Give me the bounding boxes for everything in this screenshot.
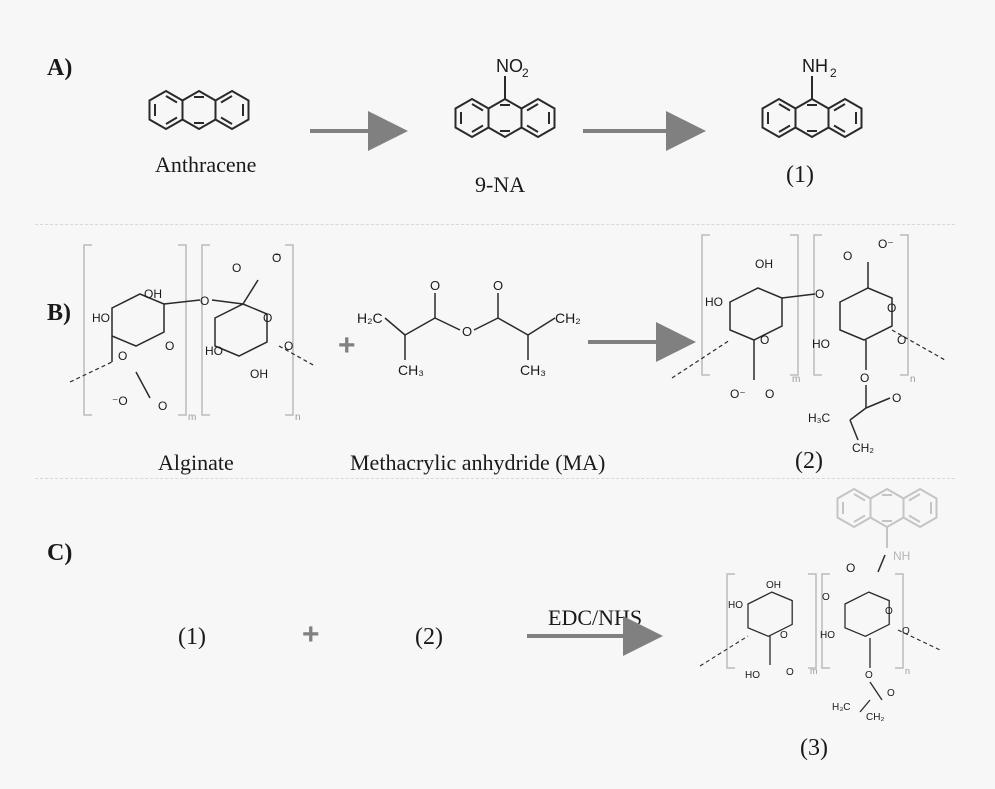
svg-text:O⁻: O⁻ xyxy=(730,387,746,401)
svg-text:O: O xyxy=(200,294,209,308)
svg-text:O: O xyxy=(885,606,893,617)
svg-text:O: O xyxy=(860,371,869,385)
svg-text:O: O xyxy=(158,399,167,413)
svg-text:O: O xyxy=(786,667,794,678)
anthracene-alginate-conjugate-structure: NH O m n HO OH O O O HO O HO O O xyxy=(700,489,940,723)
svg-text:CH₂: CH₂ xyxy=(866,712,884,723)
svg-text:⁻O: ⁻O xyxy=(112,394,128,408)
plus-c: + xyxy=(302,618,320,651)
svg-text:CH₂: CH₂ xyxy=(852,441,874,455)
svg-text:m: m xyxy=(188,412,196,423)
anthracene-structure xyxy=(150,91,249,129)
svg-text:NH: NH xyxy=(893,549,910,563)
svg-text:HO: HO xyxy=(705,295,723,309)
svg-text:H₃C: H₃C xyxy=(808,411,831,425)
svg-text:O: O xyxy=(887,688,895,699)
svg-text:m: m xyxy=(792,374,800,385)
svg-text:O: O xyxy=(462,324,472,339)
svg-text:m: m xyxy=(810,666,818,676)
svg-text:O⁻: O⁻ xyxy=(878,237,894,251)
svg-text:O: O xyxy=(892,391,901,405)
plus-b: + xyxy=(338,329,356,362)
methacrylic-anhydride-structure: H₂C CH₃ O O O CH₃ CH₂ xyxy=(357,278,581,378)
svg-text:CH₃: CH₃ xyxy=(520,362,546,378)
svg-text:CH₂: CH₂ xyxy=(555,310,581,326)
svg-text:NO: NO xyxy=(496,56,523,76)
alginate-structure: m n HO OH O O O O O − O HO OH O ⁻O O xyxy=(70,245,315,423)
svg-text:O: O xyxy=(897,333,906,347)
svg-text:H₃C: H₃C xyxy=(832,702,851,713)
svg-text:O: O xyxy=(846,561,855,575)
nitroanthracene-structure: NO 2 xyxy=(456,56,555,137)
methacrylated-alginate-structure: m n HO OH O O O⁻ O O O⁻ O HO O O O xyxy=(672,235,945,455)
svg-text:n: n xyxy=(910,374,916,385)
svg-text:O: O xyxy=(780,630,788,641)
svg-text:O: O xyxy=(430,278,440,293)
svg-text:HO: HO xyxy=(728,600,743,611)
svg-text:O: O xyxy=(902,626,910,637)
svg-text:OH: OH xyxy=(766,580,781,591)
svg-text:O: O xyxy=(865,670,873,681)
svg-text:H₂C: H₂C xyxy=(357,310,383,326)
svg-text:NH: NH xyxy=(802,56,828,76)
svg-text:O: O xyxy=(815,287,824,301)
svg-text:CH₃: CH₃ xyxy=(398,362,424,378)
svg-text:2: 2 xyxy=(522,66,529,80)
svg-text:O: O xyxy=(165,339,174,353)
svg-text:OH: OH xyxy=(144,287,162,301)
svg-text:O: O xyxy=(760,333,769,347)
svg-text:−: − xyxy=(275,250,281,261)
svg-text:O: O xyxy=(284,339,293,353)
svg-text:HO: HO xyxy=(820,630,835,641)
svg-text:O: O xyxy=(887,301,896,315)
svg-text:O: O xyxy=(263,311,272,325)
svg-text:O: O xyxy=(118,349,127,363)
svg-text:OH: OH xyxy=(250,367,268,381)
svg-text:O: O xyxy=(493,278,503,293)
aminoanthracene-structure: NH 2 xyxy=(763,56,862,137)
svg-text:O: O xyxy=(822,592,830,603)
svg-text:OH: OH xyxy=(755,257,773,271)
svg-text:O: O xyxy=(232,261,241,275)
svg-text:n: n xyxy=(295,412,301,423)
svg-text:HO: HO xyxy=(812,337,830,351)
svg-text:O: O xyxy=(843,249,852,263)
svg-text:2: 2 xyxy=(830,66,837,80)
svg-text:HO: HO xyxy=(205,344,223,358)
svg-text:O: O xyxy=(765,387,774,401)
svg-text:HO: HO xyxy=(92,311,110,325)
svg-text:HO: HO xyxy=(745,670,760,681)
svg-text:n: n xyxy=(905,666,910,676)
